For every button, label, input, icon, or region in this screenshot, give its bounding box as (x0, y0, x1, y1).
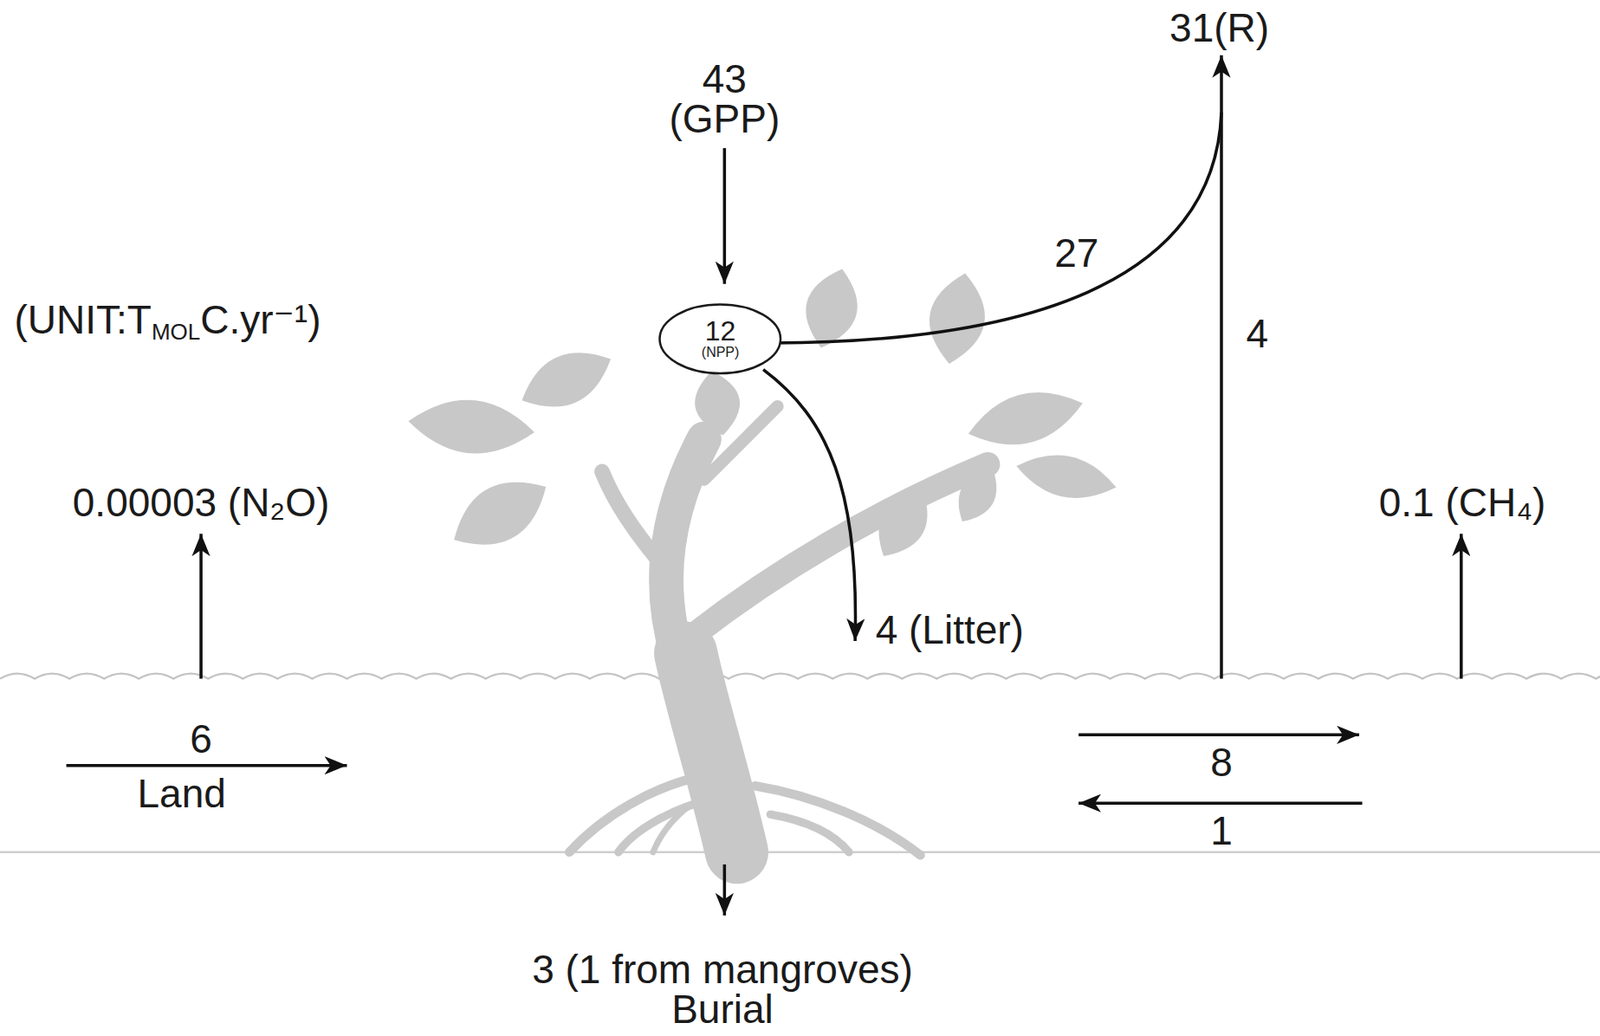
leaf (440, 463, 560, 564)
burial-arrow (723, 864, 727, 916)
land-arrow (66, 764, 348, 768)
root (770, 814, 849, 853)
respiration-arrow (1219, 55, 1224, 680)
flux-label: 27 (1054, 233, 1099, 273)
branch (704, 406, 778, 480)
flux-label: 6 (189, 719, 213, 759)
circle-outline (660, 304, 782, 374)
leaf (1011, 446, 1121, 508)
flux-label: 43 (GPP) (668, 58, 780, 139)
flux-label: 31(R) (1169, 7, 1270, 48)
ch4-arrow (1459, 533, 1464, 679)
export-arrow (1078, 733, 1360, 738)
flux-label: Land (137, 773, 227, 814)
flux-label: Burial (671, 989, 774, 1030)
root (755, 785, 921, 856)
flux-label: 0.1 (CH₄) (1379, 482, 1547, 523)
litter-arrow (763, 369, 856, 642)
unit-text: C.yr⁻¹) (200, 297, 321, 343)
import-arrow (1078, 801, 1362, 805)
unit-note: (UNIT:TMOLC.yr⁻¹) (13, 299, 321, 344)
leaf (921, 268, 992, 369)
npp-circle: 12(NPP) (658, 303, 783, 376)
gpp-arrow (723, 148, 727, 285)
flux-arrows (66, 55, 1462, 916)
flux-label: 3 (1 from mangroves) (531, 949, 914, 990)
sediment-line (0, 851, 1600, 854)
n2o-arrow (199, 533, 203, 679)
root (653, 794, 710, 853)
flux-name: (NPP) (701, 345, 740, 361)
branch (602, 471, 670, 574)
leaf (962, 379, 1090, 458)
flux-label: 1 (1210, 810, 1233, 851)
flux-label: 4 (Litter) (875, 609, 1024, 650)
flux-label: 8 (1210, 742, 1233, 783)
water-surface (0, 673, 1600, 680)
flux-value: 12 (705, 317, 737, 347)
leaf (511, 336, 622, 423)
mangrove-tree (406, 262, 1121, 568)
unit-text: (UNIT:T (13, 297, 151, 343)
leaf (406, 395, 538, 460)
respiration-curve (772, 112, 1222, 344)
flux-label: 4 (1245, 313, 1269, 354)
unit-subscript: MOL (151, 318, 201, 345)
flux-label: 0.00003 (N₂O) (72, 482, 331, 523)
